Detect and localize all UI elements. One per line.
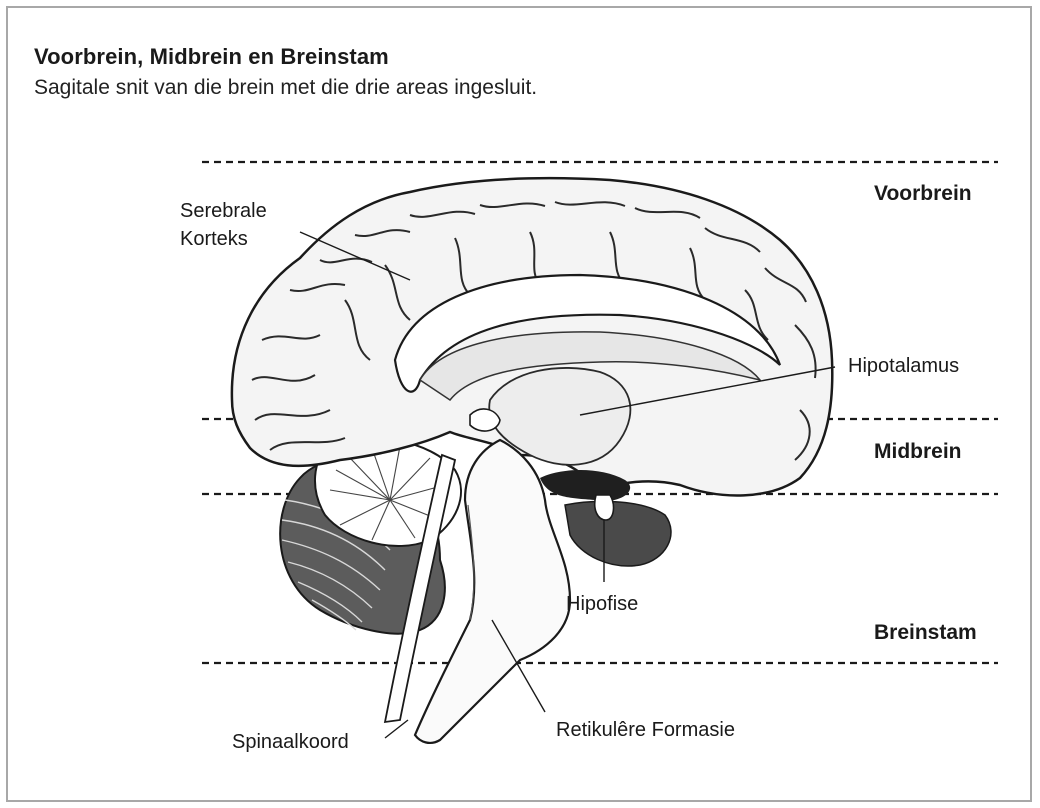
pituitary-gland: [595, 495, 614, 520]
label-pituitary: Hipofise: [566, 590, 638, 618]
label-cerebral-cortex-line2: Korteks: [180, 225, 267, 253]
label-reticular-formation: Retikulêre Formasie: [556, 716, 735, 744]
label-spinal-cord: Spinaalkoord: [232, 728, 349, 756]
label-hypothalamus: Hipotalamus: [848, 352, 959, 380]
label-cerebral-cortex-line1: Serebrale: [180, 197, 267, 225]
leader-spinal: [385, 720, 408, 738]
region-label-midbrain: Midbrein: [874, 440, 962, 464]
region-label-forebrain: Voorbrein: [874, 182, 972, 206]
region-label-brainstem: Breinstam: [874, 621, 977, 645]
label-cerebral-cortex: Serebrale Korteks: [180, 197, 267, 253]
